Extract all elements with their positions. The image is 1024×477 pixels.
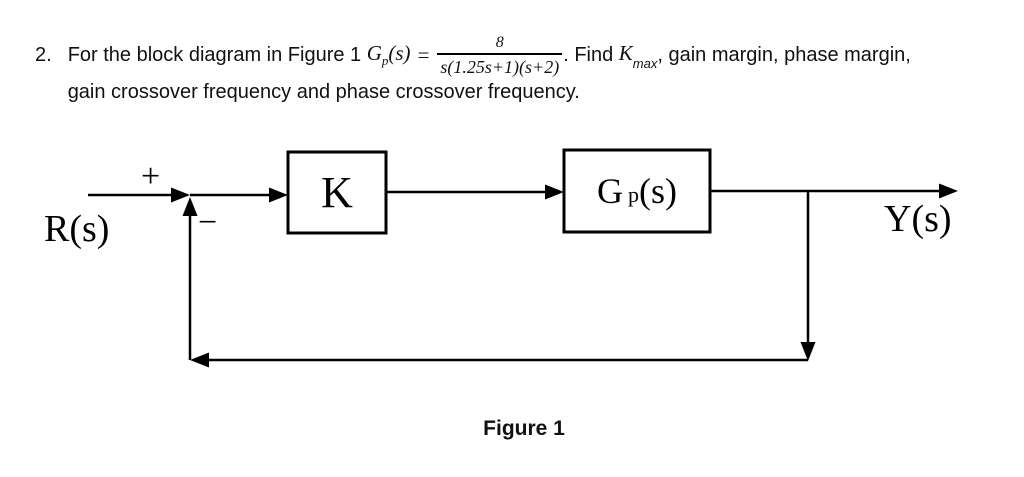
transfer-function-fraction: 8 s(1.25s+1)(s+2): [437, 33, 563, 78]
sum-to-k-arrowhead-icon: [269, 187, 288, 203]
input-signal-label: R(s): [44, 208, 110, 250]
feedback-up-arrowhead-icon: [182, 197, 198, 216]
problem-tail-text: , gain margin, phase margin,: [657, 43, 911, 66]
output-arrowhead-icon: [939, 183, 958, 199]
problem-line-2: gain crossover frequency and phase cross…: [67, 81, 580, 103]
figure-caption: Figure 1: [483, 417, 565, 440]
equals-sign: =: [417, 42, 430, 67]
kmax-symbol: Kmax: [618, 41, 658, 71]
problem-statement: 2. For the block diagram in Figure 1 Gp(…: [35, 31, 1016, 104]
problem-line-1: For the block diagram in Figure 1 Gp(s)=…: [68, 31, 1016, 79]
problem-intro-text: For the block diagram in Figure 1: [67, 43, 367, 66]
k-block-label: K: [321, 168, 353, 217]
k-to-gp-arrowhead-icon: [545, 184, 564, 200]
input-arrowhead-icon: [171, 187, 190, 203]
problem-body: For the block diagram in Figure 1 Gp(s)=…: [68, 31, 1016, 104]
summing-plus-sign: +: [141, 158, 161, 195]
summing-minus-sign: −: [198, 204, 218, 241]
fraction-numerator: 8: [495, 33, 504, 51]
problem-number: 2.: [35, 44, 52, 66]
feedback-left-arrowhead-icon: [190, 352, 209, 368]
fraction-denominator: s(1.25s+1)(s+2): [437, 52, 563, 78]
gp-block-box: [562, 148, 712, 234]
transfer-function-symbol: Gp(s): [366, 40, 411, 69]
output-signal-label: Y(s): [884, 198, 952, 240]
k-block-box: [286, 150, 388, 235]
problem-find-text: . Find: [563, 43, 619, 66]
feedback-down-arrowhead-icon: [800, 342, 816, 361]
